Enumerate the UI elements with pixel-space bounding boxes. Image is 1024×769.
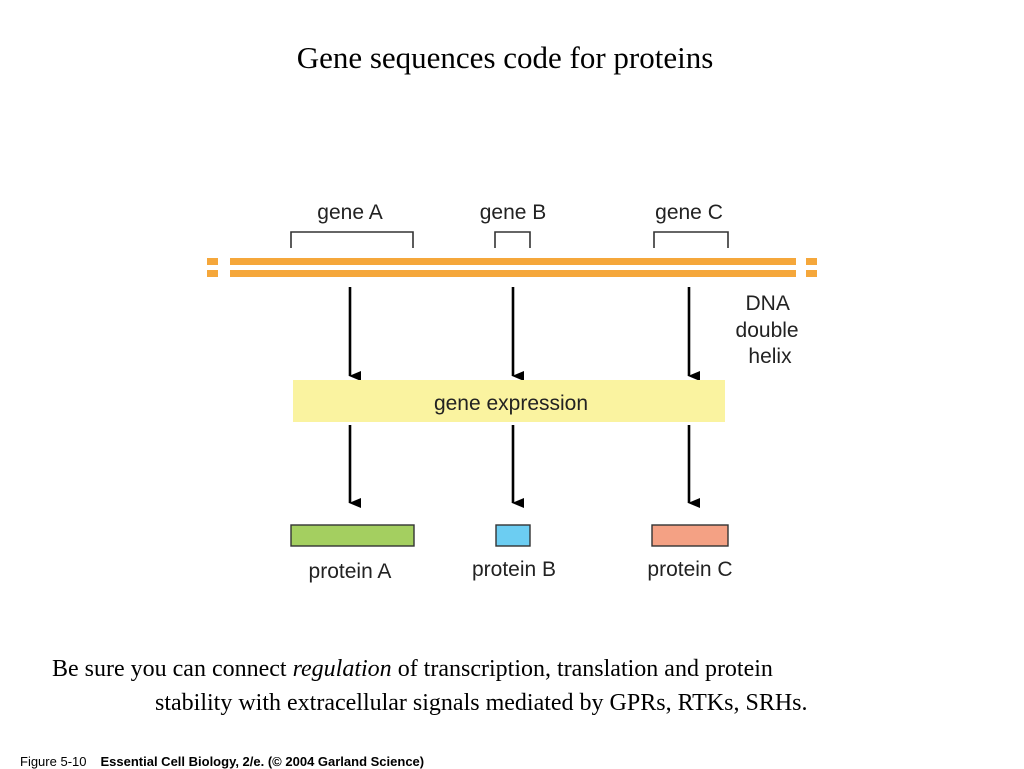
gene-expression-box	[293, 380, 725, 422]
dna-strand-right-dash-top	[806, 258, 817, 265]
dna-strand-right-dash-bottom	[806, 270, 817, 277]
gene-a-label: gene A	[317, 201, 382, 224]
protein-a-box	[290, 524, 415, 547]
gene-c-label: gene C	[655, 201, 723, 224]
protein-b-box	[495, 524, 531, 547]
dna-strand-left-dash-bottom	[207, 270, 218, 277]
dna-strand-top	[230, 258, 796, 265]
gene-c-bracket	[653, 231, 729, 248]
dna-label-line-2: double	[736, 319, 799, 342]
dna-strand-bottom	[230, 270, 796, 277]
gene-expression-label: gene expression	[434, 392, 588, 415]
protein-c-label: protein C	[647, 558, 732, 581]
protein-b-label: protein B	[472, 558, 556, 581]
gene-b-label: gene B	[480, 201, 547, 224]
study-note-emphasis: regulation	[292, 656, 392, 682]
dna-label-line-1: DNA	[745, 292, 789, 315]
gene-b-bracket	[494, 231, 531, 248]
figure-caption: Figure 5-10 Essential Cell Biology, 2/e. …	[20, 754, 424, 769]
figure-number: Figure 5-10	[20, 754, 87, 769]
gene-expression-diagram: gene A gene B gene C DNA double helix ge…	[207, 201, 817, 583]
figure-source: Essential Cell Biology, 2/e. (© 2004 Gar…	[100, 754, 425, 769]
protein-a-label: protein A	[309, 560, 392, 583]
dna-label: DNA double helix	[736, 292, 805, 368]
study-note-before: Be sure you can connect	[52, 656, 293, 682]
dna-strand-left-dash-top	[207, 258, 218, 265]
dna-label-line-3: helix	[748, 345, 792, 368]
study-note: Be sure you can connect regulation of tr…	[52, 652, 972, 720]
dna-double-helix	[207, 258, 817, 277]
slide-title: Gene sequences code for proteins	[296, 40, 714, 75]
study-note-after: of transcription, translation and protei…	[391, 656, 773, 682]
gene-a-bracket	[290, 231, 414, 248]
protein-c-box	[651, 524, 729, 547]
study-note-line-2: stability with extracellular signals med…	[155, 690, 808, 716]
